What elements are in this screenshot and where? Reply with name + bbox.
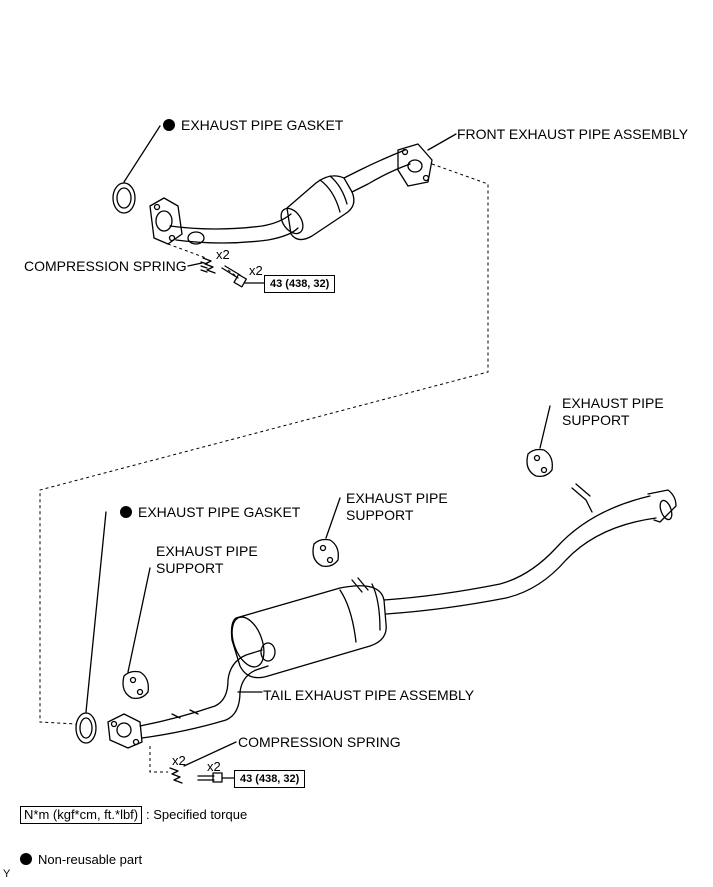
compression-spring-bottom <box>169 767 183 784</box>
label-exhaust-pipe-support-left-line1: EXHAUST PIPE <box>156 543 258 559</box>
label-exhaust-pipe-gasket-top: EXHAUST PIPE GASKET <box>163 117 343 134</box>
non-reusable-dot-icon <box>20 853 32 865</box>
label-front-exhaust-pipe-assembly: FRONT EXHAUST PIPE ASSEMBLY <box>457 126 689 142</box>
legend-torque-desc: : Specified torque <box>146 807 248 822</box>
label-compression-spring-top: COMPRESSION SPRING <box>24 258 187 274</box>
label-exhaust-pipe-support-middle-line1: EXHAUST PIPE <box>346 490 448 506</box>
quantity-spring-top: x2 <box>216 247 230 262</box>
bolt-top <box>221 265 247 288</box>
exhaust-pipe-support-middle <box>312 497 341 568</box>
front-exhaust-pipe-assembly <box>149 143 433 245</box>
legend-torque-unit: N*m (kgf*cm, ft.*lbf) <box>20 806 143 824</box>
torque-spec-bottom: 43 (438, 32) <box>234 770 306 788</box>
quantity-bolt-bottom: x2 <box>207 759 221 774</box>
label-exhaust-pipe-gasket-bottom: EXHAUST PIPE GASKET <box>120 504 300 521</box>
corner-mark: Y <box>3 868 11 880</box>
label-exhaust-pipe-support-right-line1: EXHAUST PIPE <box>562 395 664 411</box>
quantity-spring-bottom: x2 <box>172 753 186 768</box>
tail-exhaust-pipe-assembly <box>107 483 677 749</box>
compression-spring-top <box>200 257 216 274</box>
label-exhaust-pipe-support-left-line2: SUPPORT <box>156 560 224 576</box>
torque-spec-top: 43 (438, 32) <box>264 275 336 293</box>
exhaust-pipe-gasket-top <box>112 182 136 214</box>
label-exhaust-pipe-support-middle-line2: SUPPORT <box>346 507 414 523</box>
label-compression-spring-bottom: COMPRESSION SPRING <box>238 734 401 750</box>
bolt-bottom <box>197 772 223 783</box>
exhaust-pipe-gasket-bottom <box>75 712 97 744</box>
label-exhaust-pipe-support-right-line2: SUPPORT <box>562 412 630 428</box>
quantity-bolt-top: x2 <box>249 263 263 278</box>
non-reusable-dot-icon <box>163 119 175 131</box>
alignment-lines <box>39 163 489 773</box>
exhaust-pipe-support-left <box>122 567 151 700</box>
legend-non-reusable: Non-reusable part <box>20 851 142 868</box>
label-tail-exhaust-pipe-assembly: TAIL EXHAUST PIPE ASSEMBLY <box>263 687 475 703</box>
exhaust-pipe-support-right <box>526 405 553 478</box>
non-reusable-dot-icon <box>120 506 132 518</box>
